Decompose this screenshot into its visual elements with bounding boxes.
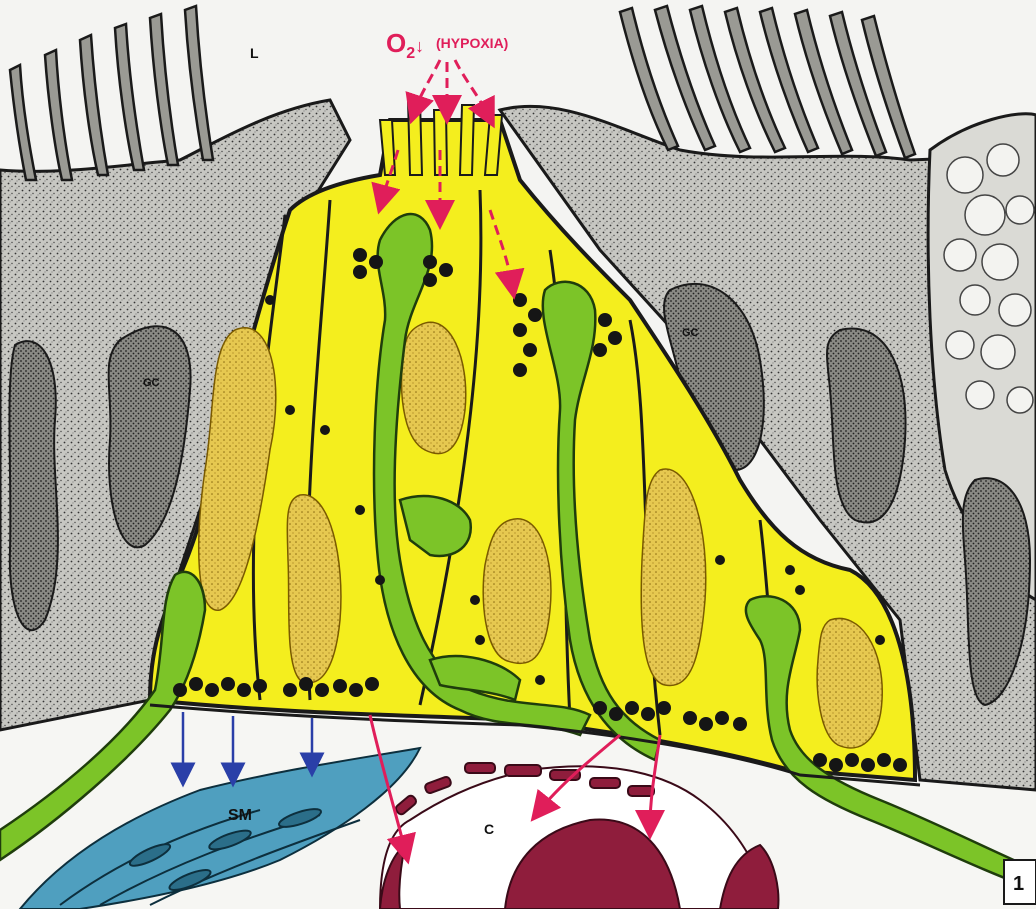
cilia-left	[10, 6, 213, 180]
lumen-label: L	[250, 45, 259, 61]
goblet-cell-label-right: GC	[682, 327, 699, 339]
hypoxia-label: (HYPOXIA)	[436, 35, 508, 51]
goblet-cell-label-left: GC	[143, 377, 160, 389]
figure-number-badge: 1	[1004, 860, 1036, 904]
smooth-muscle-label: SM	[228, 807, 252, 824]
oxygen-label: O2↓	[386, 28, 424, 62]
cilia-right	[620, 6, 915, 158]
capillary-label: C	[484, 821, 494, 837]
svg-text:1: 1	[1013, 873, 1024, 895]
